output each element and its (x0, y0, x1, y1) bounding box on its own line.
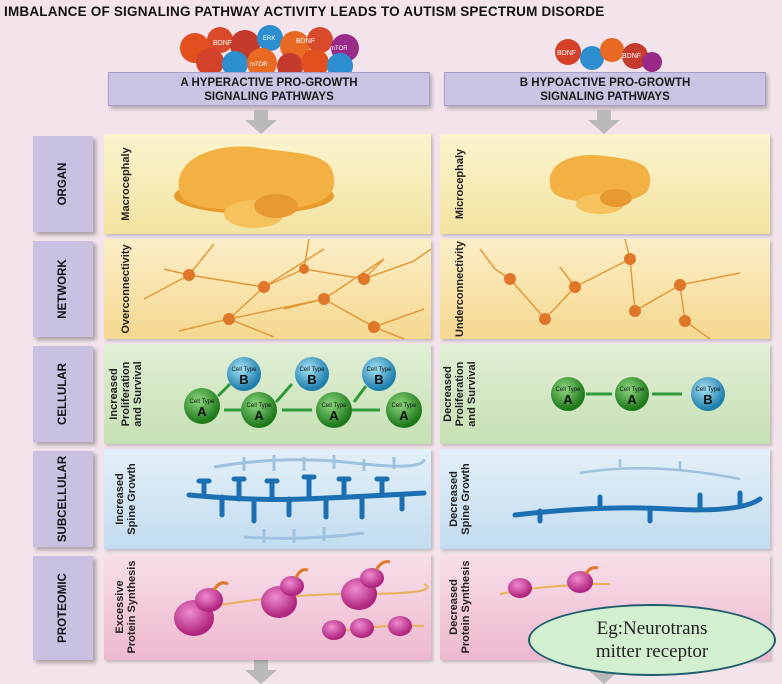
cell-letter: B (239, 372, 248, 387)
cell-type-label: Cell Type (300, 367, 326, 373)
down-arrow-icon (245, 660, 277, 684)
row-label-cellular: CELLULAR (33, 346, 93, 442)
molecule-label: mTOR (330, 46, 348, 52)
cell-letter: A (329, 408, 339, 423)
down-arrow-icon (588, 110, 620, 134)
network-panel-a: Overconnectivity (104, 239, 431, 339)
ribosomes-many (173, 560, 429, 640)
cell-letter: A (627, 392, 637, 407)
cell-letter: A (197, 404, 207, 419)
organ-panel-a: Macrocephaly (104, 134, 431, 234)
callout-line1: Eg:Neurotrans (596, 618, 708, 639)
cell-type-label: Cell Type (367, 367, 393, 373)
column-header-a: A HYPERACTIVE PRO-GROWTH SIGNALING PATHW… (108, 72, 430, 106)
molecule-label: BDNF (622, 53, 641, 60)
cell-type-label: Cell Type (392, 403, 418, 409)
example-callout: Eg:Neurotrans mitter receptor (528, 604, 776, 676)
molecule-cluster-a: BDNF BDNF ERK mTOR mTOR (180, 25, 359, 79)
sparse-network (479, 239, 741, 339)
cell-type-label: Cell Type (247, 403, 273, 409)
cell-type-label: Cell Type (620, 387, 646, 393)
organ-panel-b: Microcephaly (440, 134, 770, 234)
molecule-label: mTOR (250, 62, 268, 68)
row-label-organ: ORGAN (33, 136, 93, 232)
cell-letter: A (254, 408, 264, 423)
cell-type-label: Cell Type (556, 387, 582, 393)
column-header-a-line1: A HYPERACTIVE PRO-GROWTH (180, 77, 358, 89)
cell-letter: A (563, 392, 573, 407)
ribosomes-few (499, 566, 611, 598)
molecule-label: ERK (263, 36, 275, 42)
row-label-subcellular: SUBCELLULAR (33, 451, 93, 547)
cell-type-label: Cell Type (322, 403, 348, 409)
dense-dendrite-spines (186, 455, 427, 543)
molecule-label: BDNF (296, 38, 315, 45)
figure-title: IMBALANCE OF SIGNALING PATHWAY ACTIVITY … (4, 4, 605, 19)
cell-letter: B (703, 392, 712, 407)
column-header-b-line2: SIGNALING PATHWAYS (540, 91, 670, 103)
dense-network (143, 239, 431, 339)
molecule-label: BDNF (557, 50, 576, 57)
cell-letter: A (399, 408, 409, 423)
cell-type-label: Cell Type (696, 387, 722, 393)
column-header-a-line2: SIGNALING PATHWAYS (204, 91, 334, 103)
cell-letter: B (307, 372, 316, 387)
cell-letter: B (374, 372, 383, 387)
down-arrow-icon (245, 110, 277, 134)
cell-type-label: Cell Type (190, 399, 216, 405)
molecule-cluster-b: BDNF BDNF (555, 38, 662, 72)
sparse-dendrite-spines (512, 459, 763, 524)
row-label-proteomic: PROTEOMIC (33, 556, 93, 660)
network-panel-b: Underconnectivity (440, 239, 770, 339)
column-header-b: B HYPOACTIVE PRO-GROWTH SIGNALING PATHWA… (444, 72, 766, 106)
molecule-label: BDNF (213, 40, 232, 47)
large-brain-icon (174, 146, 335, 228)
cell-type-label: Cell Type (232, 367, 258, 373)
callout-line2: mitter receptor (595, 641, 709, 662)
column-header-b-line1: B HYPOACTIVE PRO-GROWTH (519, 77, 691, 89)
row-label-network: NETWORK (33, 241, 93, 337)
small-brain-icon (549, 154, 651, 214)
